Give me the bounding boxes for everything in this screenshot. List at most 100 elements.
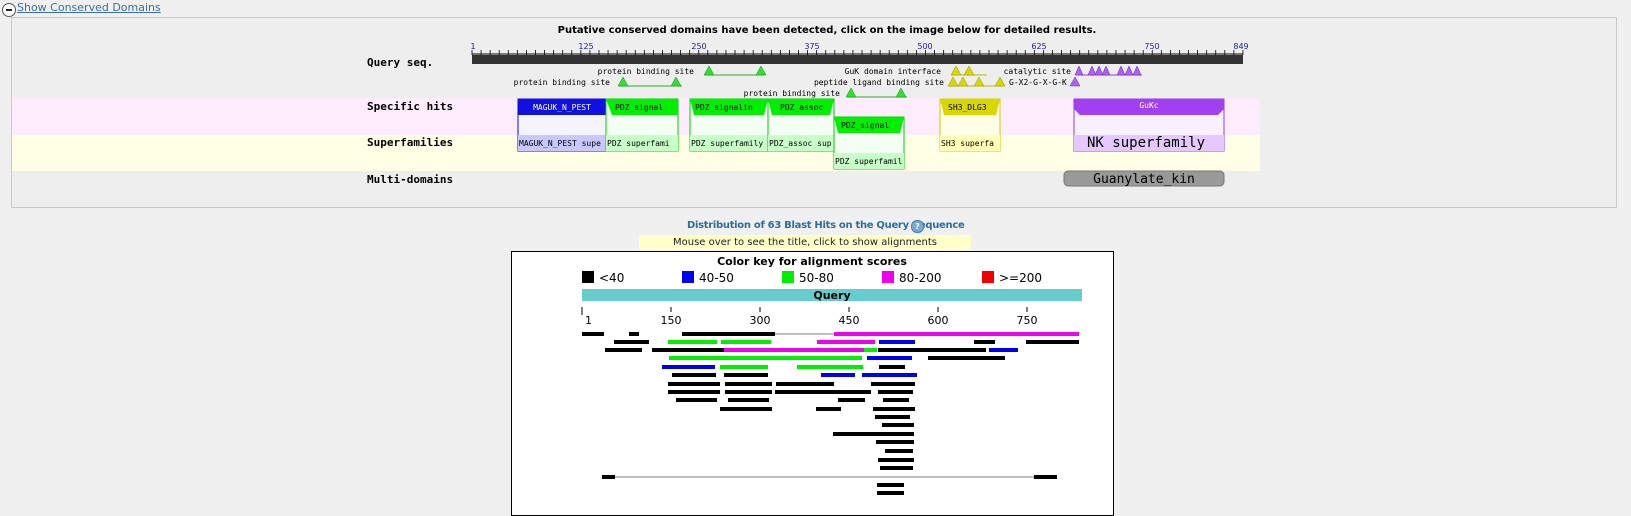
help-question-icon[interactable]: ? [911,220,924,233]
blast-hit-bar[interactable] [882,423,914,427]
blast-hit-bar[interactable] [775,390,871,394]
specific-hit-pdz-signalin[interactable]: PDZ_signalin PDZ superfamily [689,98,769,152]
blast-hit-bar[interactable] [878,348,986,352]
site-marker-icon[interactable] [1132,65,1142,76]
blast-hit-bar[interactable] [883,398,909,402]
blast-hit-bar[interactable] [724,373,768,377]
blast-hit-bar[interactable] [838,398,865,402]
legend-swatch [982,271,994,283]
site-marker-icon[interactable] [1124,65,1134,76]
collapse-minus-icon[interactable] [2,3,16,17]
blast-hit-bar[interactable] [879,340,915,344]
blast-hit-bar[interactable] [682,332,775,336]
site-marker-icon[interactable] [1116,65,1126,76]
multi-domain-guanylate-kin[interactable]: Guanylate_kin [1063,170,1225,187]
site-marker-icon[interactable] [1069,76,1081,87]
blast-hit-bar[interactable] [668,340,717,344]
site-marker-icon[interactable] [957,76,969,87]
site-marker-icon[interactable] [950,65,962,76]
blast-hit-bar[interactable] [862,373,917,377]
blast-hit-bar[interactable] [878,458,914,462]
site-marker-icon[interactable] [670,76,682,87]
blast-hit-bar[interactable] [668,382,720,386]
specific-hit-pdz-assoc[interactable]: PDZ_assoc PDZ_assoc sup [767,98,835,152]
blast-hit-bar[interactable] [605,348,642,352]
blast-hit-bar[interactable] [602,475,615,479]
legend-label: 40-50 [699,271,734,285]
blast-hit-bar[interactable] [662,365,715,369]
site-marker-icon[interactable] [963,65,975,76]
blast-hit-bar[interactable] [873,407,915,411]
show-conserved-domains-link[interactable]: Show Conserved Domains [17,1,161,14]
blast-hit-bar[interactable] [876,440,914,444]
mouse-over-hint: Mouse over to see the title, click to sh… [639,235,971,250]
site-marker-icon[interactable] [755,65,767,76]
blast-hit-bar[interactable] [974,340,995,344]
blast-hit-bar[interactable] [885,449,913,453]
blast-hit-bar[interactable] [834,332,1079,336]
blast-hit-bar[interactable] [821,373,855,377]
site-marker-icon[interactable] [1101,65,1111,76]
blast-hit-bar[interactable] [769,356,862,360]
blast-hit-bar[interactable] [652,348,724,352]
specific-hit-gukc[interactable]: GuKc NK superfamily [1073,98,1225,152]
blast-hit-bar[interactable] [721,340,771,344]
blast-hit-bar[interactable] [816,407,841,411]
blast-hit-bar[interactable] [1034,475,1057,479]
blast-hit-bar[interactable] [989,348,1018,352]
site-marker-icon[interactable] [703,65,715,76]
blast-hit-bar[interactable] [776,382,834,386]
blast-hit-bar[interactable] [629,332,639,336]
blast-hit-bar[interactable] [928,356,1005,360]
blast-hit-bar[interactable] [725,390,772,394]
cdd-graphic[interactable]: Putative conserved domains have been det… [12,18,1616,207]
blast-hit-bar[interactable] [833,432,914,436]
superfamily-label: PDZ superfami [607,139,670,148]
superfamily-label: SH3 superfa [941,139,994,148]
site-marker-icon[interactable] [994,76,1006,87]
legend-label: <40 [599,271,624,285]
blast-hit-bar[interactable] [875,415,910,419]
blast-hit-bar[interactable] [724,348,864,352]
site-marker-icon[interactable] [973,76,985,87]
site-marker-icon[interactable] [1087,65,1097,76]
blast-hit-bar[interactable] [669,356,769,360]
ruler-tick-label: 1 [470,42,475,51]
ruler-tick-label: 849 [1233,42,1248,51]
specific-hit-maguk-n-pest[interactable]: MAGUK_N_PEST MAGUK_N_PEST supe [517,98,607,152]
specific-hit-pdz-signal-2[interactable]: PDZ_signal PDZ superfamil [833,116,905,170]
blast-hit-bar[interactable] [864,348,877,352]
blast-hits-graphic[interactable]: Color key for alignment scores <40 40-50… [511,251,1114,516]
specific-hit-pdz-signal[interactable]: PDZ_signal PDZ superfami [605,98,679,152]
site-marker-icon[interactable] [617,76,629,87]
blast-hit-bar[interactable] [871,382,915,386]
site-marker-icon[interactable] [895,87,907,98]
blast-hit-bar[interactable] [867,356,912,360]
blast-hit-bar[interactable] [725,382,772,386]
legend-swatch [882,271,894,283]
blast-hit-bar[interactable] [817,340,875,344]
site-marker-icon[interactable] [1074,65,1084,76]
blast-hit-bar[interactable] [720,407,772,411]
site-marker-icon[interactable] [947,76,959,87]
blast-hit-bar[interactable] [676,398,717,402]
blast-hit-bar[interactable] [668,390,720,394]
legend-label: >=200 [999,271,1042,285]
site-marker-icon[interactable] [1094,65,1104,76]
blast-hit-bar[interactable] [728,398,769,402]
blast-hit-bar[interactable] [877,483,904,487]
blast-hit-bar[interactable] [720,365,768,369]
row-label-multi: Multi-domains [367,173,453,186]
blast-hit-bar[interactable] [878,390,913,394]
blast-hit-bar[interactable] [879,365,905,369]
blast-hit-bar[interactable] [797,365,863,369]
specific-hit-sh3-dlg3[interactable]: SH3_DLG3 SH3 superfa [939,98,1001,152]
site-marker-icon[interactable] [845,87,857,98]
blast-hit-bar[interactable] [1026,340,1079,344]
blast-hit-bar[interactable] [582,332,604,336]
blast-hit-bar[interactable] [672,373,716,377]
blast-hit-bar[interactable] [614,340,649,344]
blast-hit-bar[interactable] [877,491,904,495]
blast-hit-bar[interactable] [880,466,913,470]
legend-swatch [582,271,594,283]
